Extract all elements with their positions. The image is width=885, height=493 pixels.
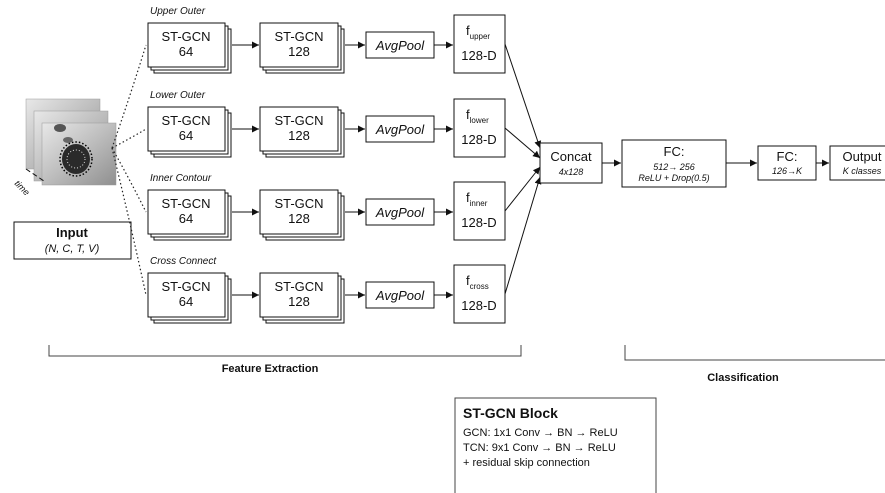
st-gcn-128-label-lower-outer: ST-GCN [274, 113, 323, 128]
concat-box: Concat 4x128 [540, 143, 602, 183]
legend-line-residual: + residual skip connection [463, 457, 590, 469]
time-label: time [13, 178, 32, 197]
fc1-line1: 512→ 256 [653, 162, 695, 172]
avgpool-upper-outer: AvgPool [366, 32, 434, 58]
st-gcn-64-label-cross-connect: ST-GCN [161, 279, 210, 294]
fc2-line1: 126→K [772, 166, 803, 176]
branch-name-inner-contour: Inner Contour [150, 173, 212, 184]
feature-dim-upper-outer: 128-D [461, 48, 496, 63]
st-gcn-64-channels-upper-outer: 64 [179, 44, 193, 59]
branch-name-lower-outer: Lower Outer [150, 90, 206, 101]
avgpool-label-lower-outer: AvgPool [375, 122, 425, 137]
output-box: Output K classes [830, 146, 885, 180]
feature-dim-inner-contour: 128-D [461, 215, 496, 230]
st-gcn-128-channels-inner-contour: 128 [288, 211, 310, 226]
input-link-inner-contour [112, 148, 146, 212]
avgpool-lower-outer: AvgPool [366, 116, 434, 142]
fc1-title: FC: [664, 144, 685, 159]
fc2-title: FC: [777, 149, 798, 164]
st-gcn-64-label-inner-contour: ST-GCN [161, 196, 210, 211]
branch-name-upper-outer: Upper Outer [150, 6, 206, 17]
avgpool-label-cross-connect: AvgPool [375, 288, 425, 303]
fc2-box: FC: 126→K [758, 146, 816, 180]
feature-subscript-lower-outer: lower [470, 116, 489, 125]
st-gcn-128-label-upper-outer: ST-GCN [274, 29, 323, 44]
avgpool-inner-contour: AvgPool [366, 199, 434, 225]
st-gcn-128-label-cross-connect: ST-GCN [274, 279, 323, 294]
avgpool-label-inner-contour: AvgPool [375, 205, 425, 220]
st-gcn-128-label-inner-contour: ST-GCN [274, 196, 323, 211]
st-gcn-64-channels-inner-contour: 64 [179, 211, 193, 226]
fc1-line2: ReLU + Drop(0.5) [638, 173, 709, 183]
legend-line-tcn: TCN: 9x1 Conv → BN → ReLU [463, 442, 616, 454]
feature-subscript-upper-outer: upper [470, 32, 491, 41]
feature-subscript-cross-connect: cross [470, 282, 489, 291]
st-gcn-128-channels-lower-outer: 128 [288, 128, 310, 143]
fc1-box: FC: 512→ 256 ReLU + Drop(0.5) [622, 140, 726, 187]
legend-line-gcn: GCN: 1x1 Conv → BN → ReLU [463, 427, 618, 439]
st-gcn-64-channels-lower-outer: 64 [179, 128, 193, 143]
output-title: Output [842, 149, 881, 164]
feature-dim-lower-outer: 128-D [461, 132, 496, 147]
st-gcn-64-label-upper-outer: ST-GCN [161, 29, 210, 44]
st-gcn-64-label-lower-outer: ST-GCN [161, 113, 210, 128]
legend-title: ST-GCN Block [463, 405, 558, 421]
st-gcn-128-channels-upper-outer: 128 [288, 44, 310, 59]
concat-sub: 4x128 [559, 167, 584, 177]
feature-extraction-bracket [49, 345, 521, 356]
arrow-feat-concat-cross-connect [505, 177, 540, 294]
output-sub: K classes [843, 166, 882, 176]
branch-name-cross-connect: Cross Connect [150, 256, 217, 267]
input-box: Input (N, C, T, V) [14, 222, 131, 259]
classification-label: Classification [707, 372, 779, 384]
avgpool-label-upper-outer: AvgPool [375, 38, 425, 53]
st-gcn-128-channels-cross-connect: 128 [288, 294, 310, 309]
classification-bracket [625, 345, 885, 360]
st-gcn-64-channels-cross-connect: 64 [179, 294, 193, 309]
st-gcn-block-legend: ST-GCN Block GCN: 1x1 Conv → BN → ReLU T… [455, 398, 656, 493]
arrow-feat-concat-inner-contour [505, 167, 540, 211]
avgpool-cross-connect: AvgPool [366, 282, 434, 308]
feature-dim-cross-connect: 128-D [461, 298, 496, 313]
feature-subscript-inner-contour: inner [470, 199, 488, 208]
input-title: Input [56, 225, 88, 240]
input-face-images [26, 99, 116, 185]
input-shape: (N, C, T, V) [45, 243, 100, 255]
concat-title: Concat [550, 149, 592, 164]
feature-extraction-label: Feature Extraction [222, 363, 319, 375]
